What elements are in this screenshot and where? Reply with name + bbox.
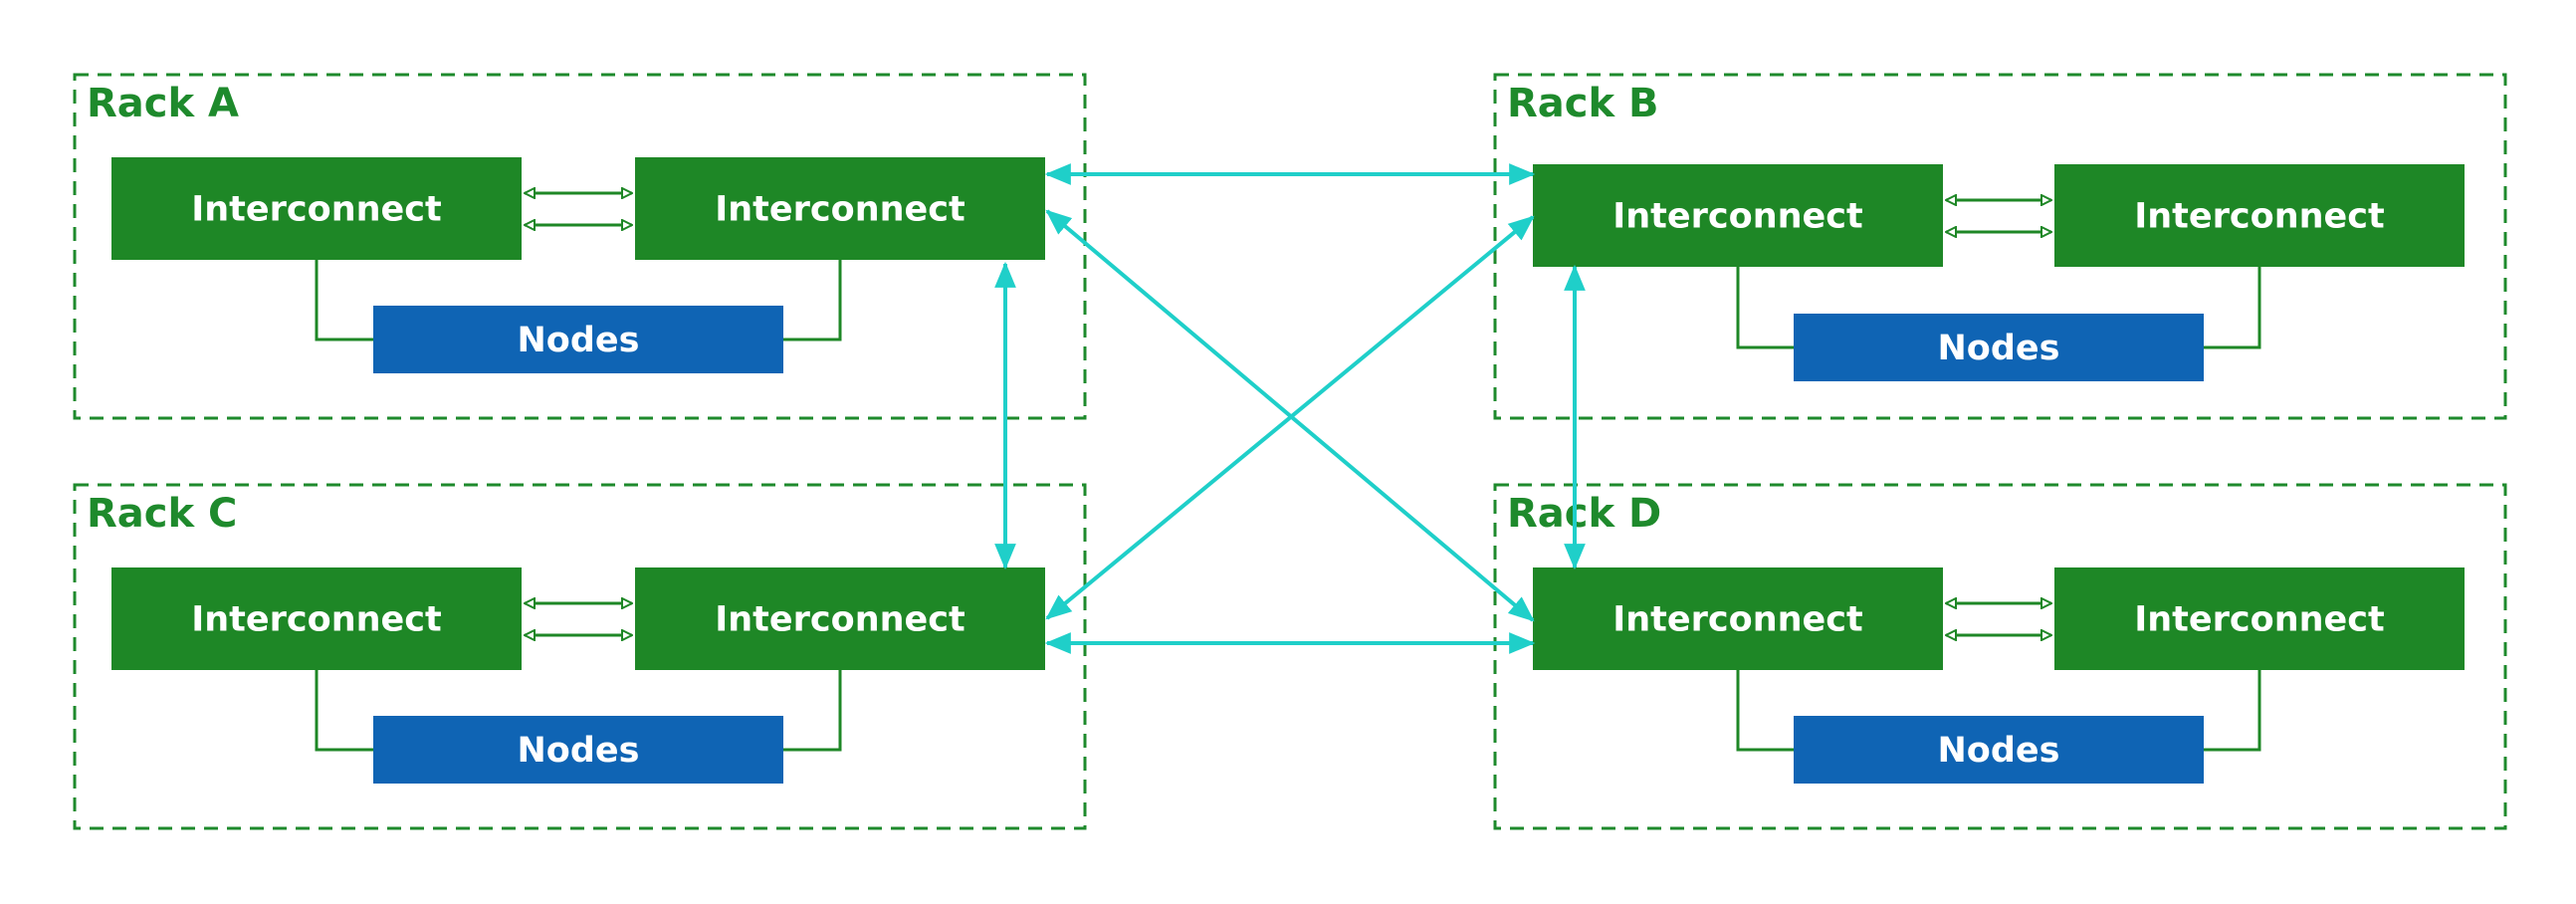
inter-rack-link-c-b (1045, 215, 1535, 620)
interconnect-rect (2054, 567, 2465, 670)
node-connector-line (1736, 267, 1794, 349)
rack-label: Rack C (87, 491, 237, 537)
node-connector-line (783, 670, 842, 752)
interconnect-box: Interconnect (635, 157, 1045, 260)
nodes-label: Nodes (1938, 329, 2060, 368)
interconnect-rect (111, 157, 522, 260)
node-connector-line (1736, 670, 1794, 752)
rack-border (1493, 73, 2507, 420)
interconnect-label: Interconnect (715, 600, 966, 640)
nodes-rect (373, 716, 783, 784)
interconnect-rect (111, 567, 522, 670)
rack-border (73, 73, 1087, 420)
interconnect-rect (1533, 164, 1943, 267)
interconnect-rect (635, 157, 1045, 260)
rack-label: Rack B (1507, 81, 1659, 126)
interconnect-box: Interconnect (1533, 567, 1943, 670)
rack-label: Rack A (87, 81, 239, 126)
rack-label: Rack D (1507, 491, 1661, 537)
interconnect-box: Interconnect (2054, 567, 2465, 670)
interconnect-box: Interconnect (111, 567, 522, 670)
interconnect-label: Interconnect (2134, 600, 2385, 640)
interconnect-rect (2054, 164, 2465, 267)
interconnect-label: Interconnect (1612, 600, 1863, 640)
nodes-rect (1794, 314, 2204, 381)
nodes-box: Nodes (373, 306, 783, 373)
node-connector-line (783, 260, 842, 341)
nodes-box: Nodes (1794, 716, 2204, 784)
node-connector-line (315, 260, 373, 341)
rack-border (1493, 483, 2507, 830)
nodes-rect (373, 306, 783, 373)
nodes-label: Nodes (518, 321, 640, 360)
node-connector-line (2204, 670, 2261, 752)
node-connector-line (2204, 267, 2261, 349)
interconnect-label: Interconnect (715, 190, 966, 230)
interconnect-box: Interconnect (635, 567, 1045, 670)
interconnect-label: Interconnect (191, 600, 442, 640)
interconnect-rect (635, 567, 1045, 670)
interconnect-label: Interconnect (191, 190, 442, 230)
nodes-label: Nodes (518, 731, 640, 771)
nodes-rect (1794, 716, 2204, 784)
node-connector-line (315, 670, 373, 752)
nodes-box: Nodes (1794, 314, 2204, 381)
interconnect-rect (1533, 567, 1943, 670)
interconnect-box: Interconnect (2054, 164, 2465, 267)
nodes-label: Nodes (1938, 731, 2060, 771)
interconnect-box: Interconnect (1533, 164, 1943, 267)
nodes-box: Nodes (373, 716, 783, 784)
rack-border (73, 483, 1087, 830)
interconnect-label: Interconnect (2134, 197, 2385, 237)
interconnect-label: Interconnect (1612, 197, 1863, 237)
interconnect-box: Interconnect (111, 157, 522, 260)
